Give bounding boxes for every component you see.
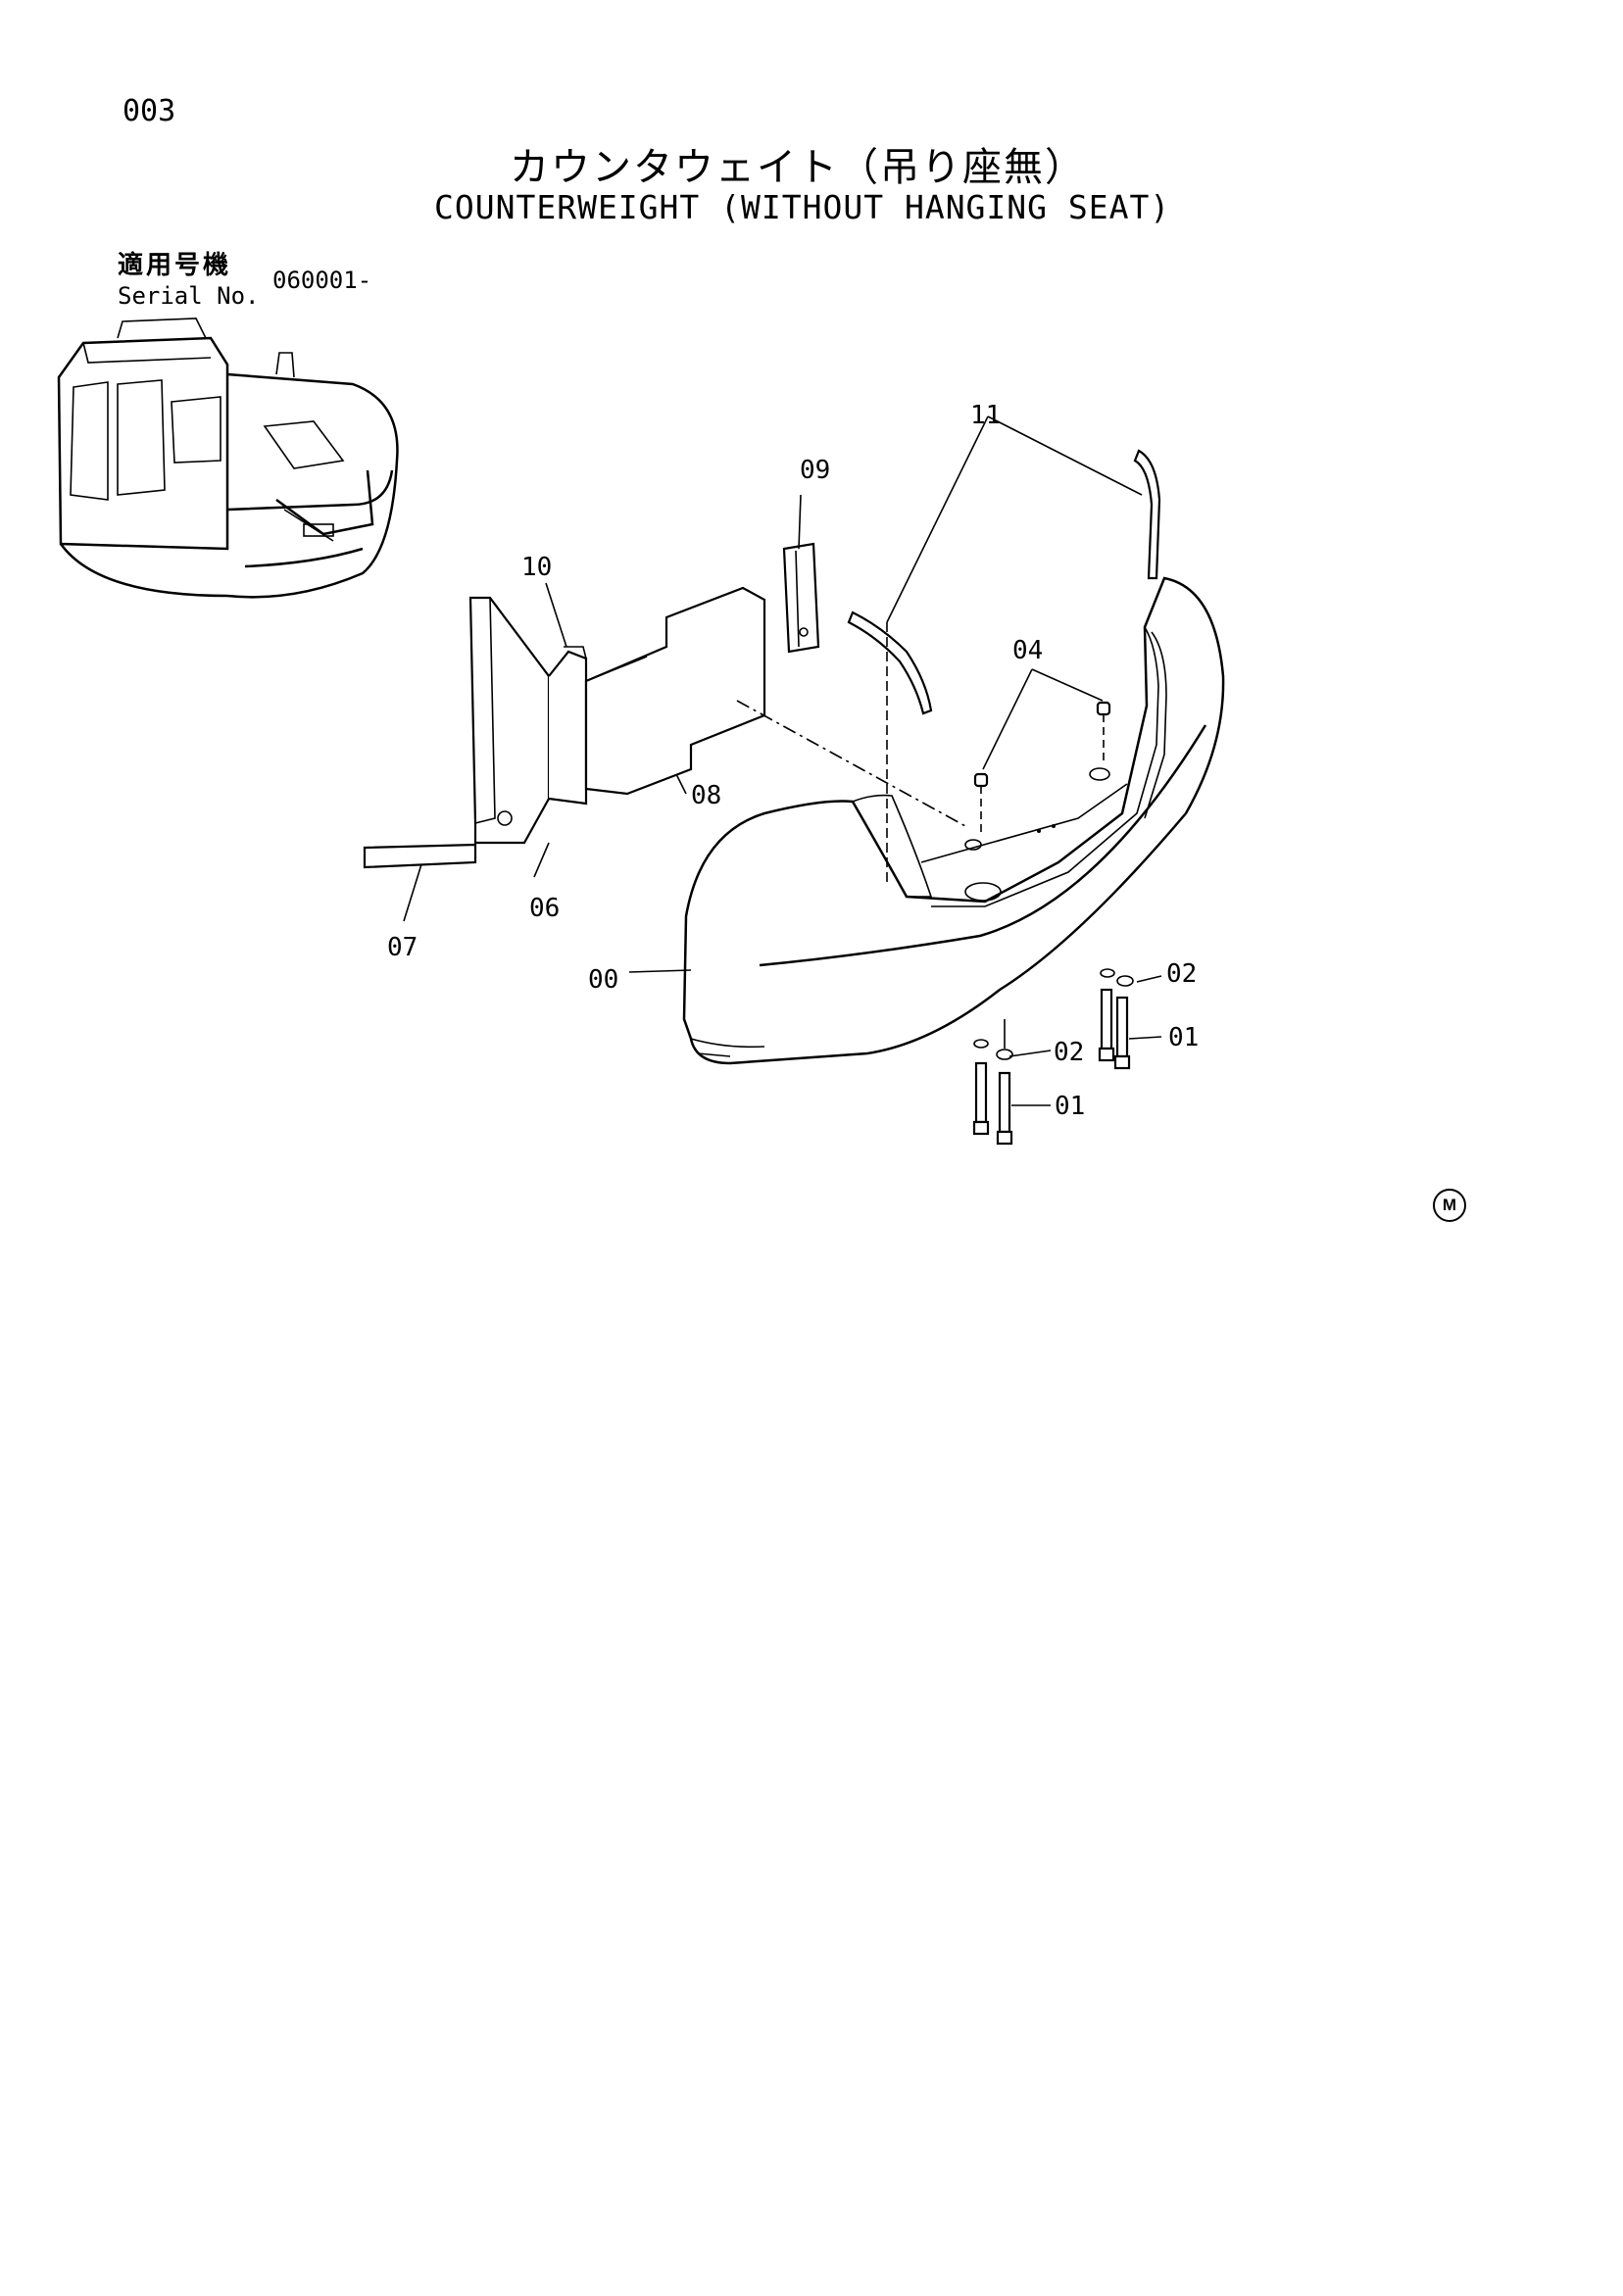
leader-lines xyxy=(403,415,1162,1106)
callout-10: 10 xyxy=(521,553,552,582)
callout-02a: 02 xyxy=(1166,959,1197,989)
callout-02b: 02 xyxy=(1054,1038,1084,1067)
seal-strip-part-11 xyxy=(847,449,1161,715)
corner-mark-icon: M xyxy=(1433,1189,1466,1222)
page-number: 003 xyxy=(123,94,176,128)
plate-part-09 xyxy=(782,542,820,654)
serial-number-value: 060001- xyxy=(272,267,372,294)
bolt-washer-parts xyxy=(972,968,1134,1146)
callout-01b: 01 xyxy=(1055,1092,1085,1121)
bracket-part-06 xyxy=(468,596,588,845)
bar-part-07 xyxy=(363,843,477,869)
serial-label-japanese: 適用号機 xyxy=(118,251,232,280)
excavator-overview-illustration xyxy=(57,318,399,599)
callout-labels: 00 01 01 02 02 04 06 07 08 09 10 11 xyxy=(387,401,1199,1121)
plug-part-04 xyxy=(973,701,1111,833)
callout-04: 04 xyxy=(1012,636,1043,665)
callout-07: 07 xyxy=(387,933,418,962)
callout-11: 11 xyxy=(970,401,1001,430)
callout-09: 09 xyxy=(800,456,830,485)
plate-part-08 xyxy=(584,586,766,796)
serial-label-english: Serial No. xyxy=(118,282,260,310)
title-english: COUNTERWEIGHT (WITHOUT HANGING SEAT) xyxy=(434,188,1171,226)
callout-06: 06 xyxy=(529,894,560,923)
counterweight-body-part-00 xyxy=(682,576,1225,1065)
title-japanese: カウンタウェイト（吊り座無） xyxy=(510,145,1086,190)
callout-00: 00 xyxy=(588,965,618,995)
callout-08: 08 xyxy=(691,781,721,810)
callout-01a: 01 xyxy=(1168,1023,1199,1052)
